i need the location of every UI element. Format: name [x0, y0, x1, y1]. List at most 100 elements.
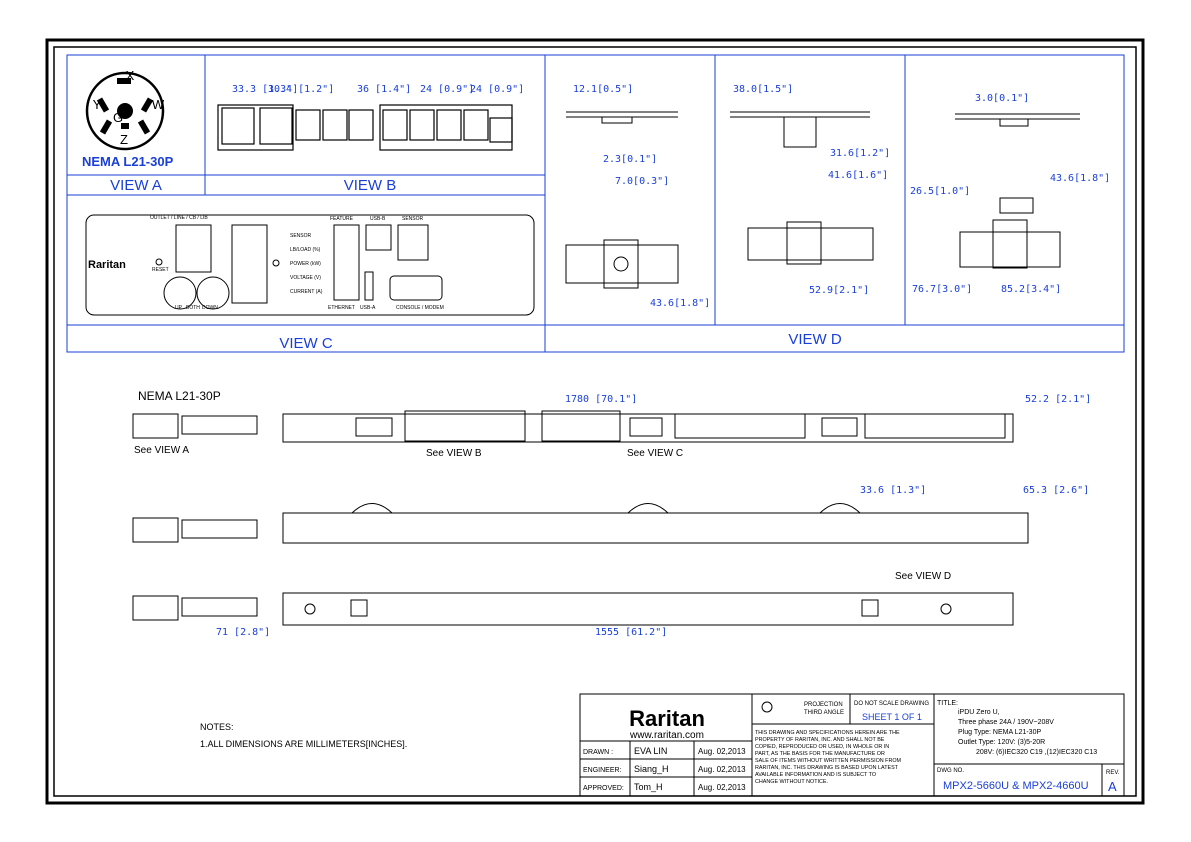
view-b-dim-4: 24 [0.9"] [420, 84, 474, 95]
pin-y: Y [93, 97, 102, 112]
main-plug-label: NEMA L21-30P [138, 389, 221, 403]
title-label: TITLE: [937, 700, 958, 707]
pin-g: G [113, 110, 123, 125]
rev-value: A [1108, 779, 1117, 794]
notes-title: NOTES: [200, 722, 234, 732]
view-d-sketches [565, 111, 1080, 289]
view-c-nav-down: DOWN [202, 305, 218, 311]
title-line-4: Outlet Type: 120V: (3)5-20R [958, 739, 1045, 746]
title-url: www.raritan.com [629, 730, 704, 741]
pdu-rear-view [132, 592, 1014, 626]
dwg-label: DWG NO. [937, 768, 964, 774]
notes-line-1: 1.ALL DIMENSIONS ARE MILLIMETERS[INCHES]… [200, 739, 407, 749]
view-a-label: VIEW A [110, 177, 162, 194]
view-c-brand: Raritan [88, 259, 126, 271]
side-dim-1: 33.6 [1.3"] [860, 485, 926, 496]
title-block [579, 693, 1125, 797]
side-dim-2: 65.3 [2.6"] [1023, 485, 1089, 496]
view-d-dim-7: 41.6[1.6"] [828, 170, 888, 181]
view-b-label: VIEW B [344, 177, 397, 194]
view-d-dim-5: 38.0[1.5"] [733, 84, 793, 95]
see-view-b: See VIEW B [426, 448, 482, 459]
view-d-label: VIEW D [788, 331, 842, 348]
view-d-dim-6: 31.6[1.2"] [830, 148, 890, 159]
title-line-3: Plug Type: NEMA L21-30P [958, 729, 1041, 736]
view-b-outlets [217, 104, 513, 151]
sheet-number: SHEET 1 OF 1 [862, 712, 922, 722]
projection-1: PROJECTION [804, 702, 843, 708]
view-c-label: VIEW C [279, 335, 333, 352]
view-c-nav-both: BOTH [186, 305, 200, 311]
title-line-1: iPDU Zero U, [958, 709, 1000, 716]
engineer-name: Siang_H [634, 764, 669, 774]
view-c-usb-a: USB-A [360, 305, 376, 311]
see-view-a: See VIEW A [134, 445, 189, 456]
pin-z: Z [120, 132, 128, 147]
plug-label: NEMA L21-30P [82, 154, 174, 169]
view-b-dim-5: 24 [0.9"] [470, 84, 524, 95]
view-c-ind-3: POWER (kW) [290, 261, 321, 267]
inner-frame [53, 46, 1137, 797]
drawn-by: EVA LIN [634, 746, 667, 756]
view-d-dim-1: 12.1[0.5"] [573, 84, 633, 95]
pdu-front-view [132, 410, 1014, 443]
approved-name: Tom_H [634, 782, 663, 792]
see-view-c: See VIEW C [627, 448, 683, 459]
view-c-ethernet: ETHERNET [328, 305, 355, 311]
dwg-number: MPX2-5660U & MPX2-4660U [943, 780, 1089, 792]
view-d-dim-12: 76.7[3.0"] [912, 284, 972, 295]
view-b-dim-1: 33.3 [1.3"] [232, 84, 298, 95]
view-d-dim-4: 43.6[1.8"] [650, 298, 710, 309]
drawn-label: DRAWN : [583, 749, 613, 756]
view-c-ind-4: VOLTAGE (V) [290, 275, 321, 281]
view-c-nav-up: UP [175, 305, 183, 311]
approved-date: Aug. 02,2013 [698, 783, 746, 792]
rev-label: REV. [1106, 770, 1120, 776]
view-c-sensor-top: SENSOR [402, 216, 424, 222]
view-d-dim-8: 52.9[2.1"] [809, 285, 869, 296]
view-d-dim-13: 85.2[3.4"] [1001, 284, 1061, 295]
disclaimer-line: THIS DRAWING AND SPECIFICATIONS HEREIN A… [755, 730, 900, 736]
disclaimer-line: CHANGE WITHOUT NOTICE. [755, 779, 828, 785]
view-c-ind-5: CURRENT (A) [290, 289, 323, 295]
view-b-dim-2: 30.4 [1.2"] [268, 84, 334, 95]
disclaimer: THIS DRAWING AND SPECIFICATIONS HEREIN A… [755, 730, 902, 785]
view-c-ind-1: SENSOR [290, 233, 312, 239]
approved-label: APPROVED: [583, 785, 624, 792]
main-length-dim: 1780 [70.1"] [565, 394, 637, 405]
view-d-dim-9: 3.0[0.1"] [975, 93, 1029, 104]
outer-frame [45, 38, 1145, 805]
disclaimer-line: RARITAN, INC. THIS DRAWING IS BASED UPON… [755, 765, 899, 771]
disclaimer-line: SALE OF ITEMS WITHOUT WRITTEN PERMISSION… [755, 758, 902, 764]
engineer-label: ENGINEER: [583, 767, 622, 774]
bottom-dim-2: 1555 [61.2"] [595, 627, 667, 638]
pdu-side-view [132, 503, 1029, 544]
view-c-ind-2: LB/LOAD (%) [290, 247, 321, 253]
drawn-date: Aug. 02,2013 [698, 747, 746, 756]
view-d-dim-10: 26.5[1.0"] [910, 186, 970, 197]
do-not-scale: DO NOT SCALE DRAWING [854, 701, 929, 707]
plug-face: X Y G W Z NEMA L21-30P [82, 68, 174, 169]
view-d-dim-11: 43.6[1.8"] [1050, 173, 1110, 184]
bottom-dim-1: 71 [2.8"] [216, 627, 270, 638]
title-brand: Raritan [629, 706, 705, 731]
engineer-date: Aug. 02,2013 [698, 765, 746, 774]
pin-x: X [126, 68, 135, 83]
disclaimer-line: PROPERTY OF RARITAN, INC. AND SHALL NOT … [755, 737, 885, 743]
top-views-region [66, 54, 1125, 353]
disclaimer-line: AVAILABLE INFORMATION AND IS SUBJECT TO [755, 772, 876, 778]
main-width-dim: 52.2 [2.1"] [1025, 394, 1091, 405]
view-d-dim-2: 2.3[0.1"] [603, 154, 657, 165]
view-c-usb-b: USB-B [370, 216, 386, 222]
view-c-console: CONSOLE / MODEM [396, 305, 444, 311]
view-c-outlet-line: OUTLET / LINE / CB / LIB [150, 215, 208, 221]
title-line-2: Three phase 24A / 190V~208V [958, 719, 1054, 726]
view-c-feature: FEATURE [330, 216, 354, 222]
see-view-d: See VIEW D [895, 571, 951, 582]
disclaimer-line: PART, AS THE BASIS FOR THE MANUFACTURE O… [755, 751, 885, 757]
view-d-dim-3: 7.0[0.3"] [615, 176, 669, 187]
pin-w: W [152, 97, 165, 112]
title-line-5: 208V: (6)IEC320 C19 ,(12)IEC320 C13 [976, 749, 1097, 756]
view-c-reset: RESET [152, 267, 169, 273]
